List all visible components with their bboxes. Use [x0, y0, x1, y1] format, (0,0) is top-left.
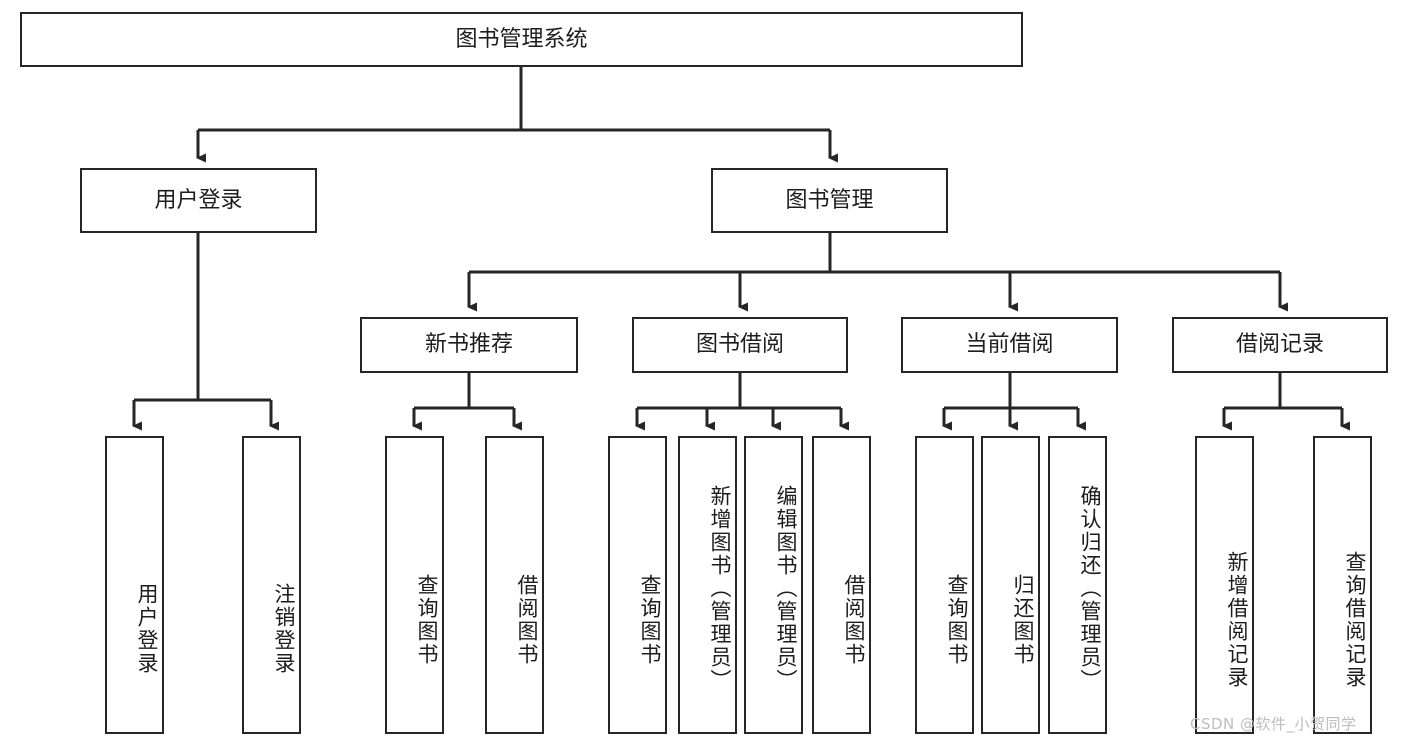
node-label: 查询图书: [638, 574, 662, 666]
node-label: 注销登录: [272, 583, 296, 675]
node-new-book-recommend[interactable]: 新书推荐: [360, 317, 578, 373]
leaf-current-query-book[interactable]: 查询图书: [915, 436, 974, 734]
leaf-borrow-add-book-admin[interactable]: 新增图书（管理员）: [678, 436, 737, 734]
node-label: 借阅图书: [515, 574, 539, 666]
leaf-borrow-borrow-book[interactable]: 借阅图书: [812, 436, 871, 734]
node-current-borrow[interactable]: 当前借阅: [901, 317, 1118, 373]
leaf-current-return-book[interactable]: 归还图书: [981, 436, 1040, 734]
node-label: 借阅图书: [842, 574, 866, 666]
node-root-system[interactable]: 图书管理系统: [20, 12, 1023, 67]
leaf-recommend-borrow-book[interactable]: 借阅图书: [485, 436, 544, 734]
leaf-recommend-query-book[interactable]: 查询图书: [385, 436, 444, 734]
node-label: 借阅记录: [1235, 332, 1324, 358]
node-label: 当前借阅: [965, 332, 1054, 358]
leaf-current-confirm-return-admin[interactable]: 确认归还（管理员）: [1048, 436, 1107, 734]
node-book-management[interactable]: 图书管理: [711, 168, 948, 233]
node-label: 用户登录: [135, 583, 159, 675]
node-label: 图书管理: [785, 187, 874, 213]
node-label: 图书管理系统: [455, 26, 588, 52]
node-label: 图书借阅: [695, 332, 784, 358]
node-label: 查询图书: [945, 574, 969, 666]
node-label: 新增借阅记录: [1225, 551, 1249, 689]
leaf-borrow-edit-book-admin[interactable]: 编辑图书（管理员）: [744, 436, 803, 734]
leaf-user-logout[interactable]: 注销登录: [242, 436, 301, 734]
node-book-borrow[interactable]: 图书借阅: [632, 317, 848, 373]
leaf-borrow-query-book[interactable]: 查询图书: [608, 436, 667, 734]
leaf-records-query-record[interactable]: 查询借阅记录: [1313, 436, 1372, 734]
watermark: CSDN @软件_小贺同学: [1190, 715, 1357, 733]
node-label: 新书推荐: [424, 332, 513, 358]
node-label: 编辑图书（管理员）: [774, 484, 798, 692]
node-label: 归还图书: [1011, 574, 1035, 666]
node-label: 用户登录: [154, 187, 243, 213]
node-label: 新增图书（管理员）: [708, 484, 732, 692]
node-label: 确认归还（管理员）: [1078, 484, 1102, 692]
node-borrow-records[interactable]: 借阅记录: [1172, 317, 1388, 373]
node-user-login[interactable]: 用户登录: [80, 168, 317, 233]
leaf-records-add-record[interactable]: 新增借阅记录: [1195, 436, 1254, 734]
node-label: 查询借阅记录: [1343, 551, 1367, 689]
leaf-user-login[interactable]: 用户登录: [105, 436, 164, 734]
node-label: 查询图书: [415, 574, 439, 666]
